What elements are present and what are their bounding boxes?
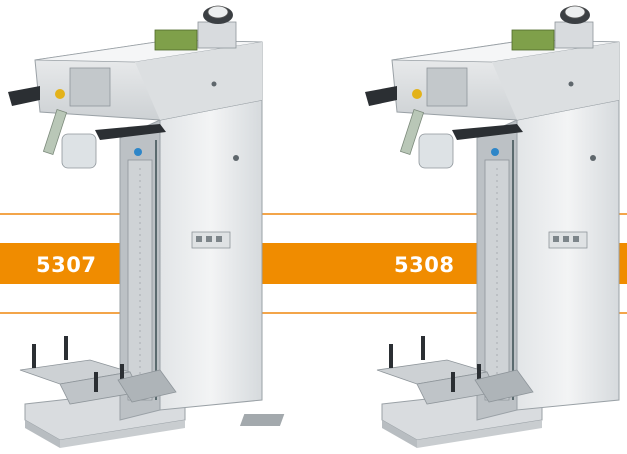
model-label-5307: 5307 [36, 253, 97, 277]
machine-right [238, 5, 620, 449]
model-label-5308: 5308 [394, 253, 455, 277]
machine-left [0, 5, 264, 449]
